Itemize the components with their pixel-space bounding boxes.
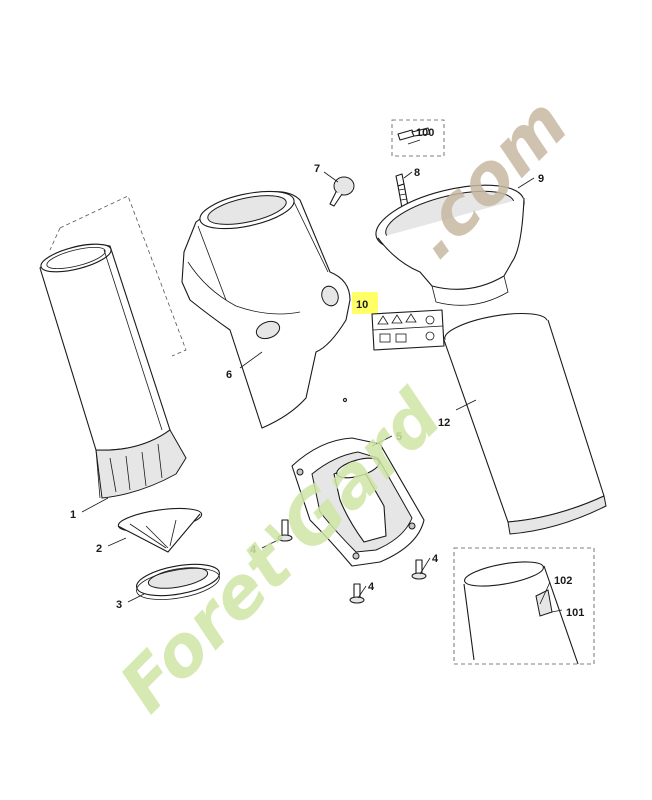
callout-4b: 4: [368, 581, 375, 593]
callout-5: 5: [396, 431, 402, 443]
callout-4a: 4: [250, 544, 257, 556]
callout-10: 10: [356, 299, 368, 311]
highlight-box: [352, 292, 378, 314]
part-101-102-detail: [453, 547, 595, 665]
leader-lines: [81, 139, 563, 613]
part-1-tube: [39, 195, 187, 499]
callout-4c: 4: [432, 553, 439, 565]
callouts: 1 2 3 4 4 4 5 6 7 8 9 10 12 100 101 102: [70, 127, 584, 619]
callout-3: 3: [116, 599, 122, 611]
part-10-label: [352, 292, 445, 351]
part-5-base: [291, 437, 425, 567]
callout-12: 12: [438, 417, 450, 429]
callout-6: 6: [226, 369, 232, 381]
callout-100: 100: [416, 127, 434, 139]
callout-101: 101: [566, 607, 584, 619]
callout-102: 102: [554, 575, 572, 587]
callout-1: 1: [70, 509, 76, 521]
part-6-housing: [181, 190, 351, 429]
callout-7: 7: [314, 163, 320, 175]
callout-8: 8: [414, 167, 420, 179]
part-100-screw: [391, 119, 445, 157]
part-9-funnel: [375, 184, 525, 306]
part-12-tube: [443, 312, 607, 535]
part-2-cone: [117, 507, 203, 553]
part-7-knob: [329, 176, 355, 207]
part-4-screws: [277, 519, 427, 604]
callout-9: 9: [538, 173, 544, 185]
callout-2: 2: [96, 543, 102, 555]
part-3-ring: [136, 563, 220, 600]
